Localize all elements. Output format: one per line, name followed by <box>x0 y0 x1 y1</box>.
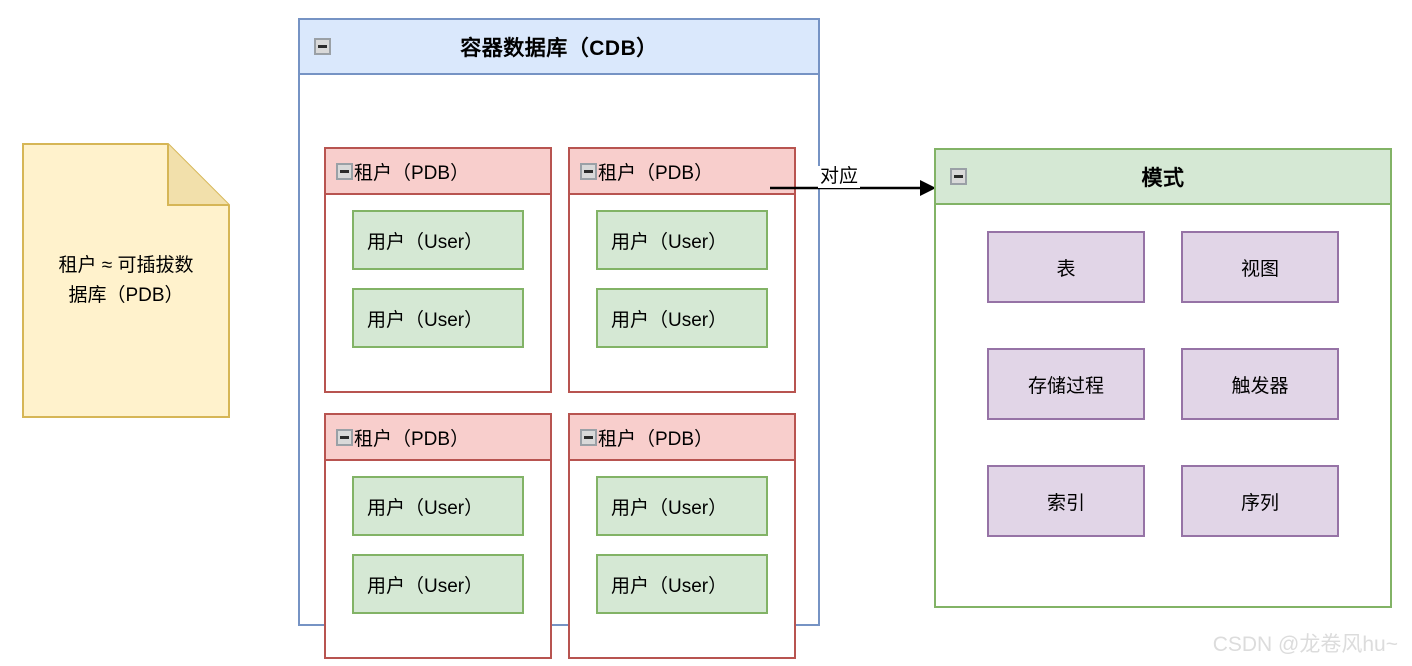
cdb-header: 容器数据库（CDB） <box>300 20 818 75</box>
container-database-cdb: 容器数据库（CDB） 租户（PDB） 用户（User） 用户（User） 租户（… <box>298 18 820 659</box>
schema-item-trigger: 触发器 <box>1181 348 1339 420</box>
pdb-box: 租户（PDB） 用户（User） 用户（User） <box>568 413 796 659</box>
pdb-body: 用户（User） 用户（User） <box>326 195 550 348</box>
schema-item-index: 索引 <box>987 465 1145 537</box>
user-box: 用户（User） <box>352 210 524 270</box>
schema-item-stored-procedure: 存储过程 <box>987 348 1145 420</box>
pdb-title: 租户（PDB） <box>354 428 470 450</box>
user-box: 用户（User） <box>352 476 524 536</box>
schema-item-view: 视图 <box>1181 231 1339 303</box>
pdb-header: 租户（PDB） <box>326 415 550 461</box>
pdb-title: 租户（PDB） <box>598 162 714 184</box>
schema-item-table: 表 <box>987 231 1145 303</box>
schema-header: 模式 <box>936 150 1390 205</box>
pdb-body: 用户（User） 用户（User） <box>570 461 794 614</box>
pdb-header: 租户（PDB） <box>570 415 794 461</box>
sticky-note-tenant-pdb: 租户 ≈ 可插拔数 据库（PDB） <box>22 143 230 418</box>
pdb-box: 租户（PDB） 用户（User） 用户（User） <box>568 147 796 393</box>
pdb-body: 用户（User） 用户（User） <box>326 461 550 614</box>
watermark: CSDN @龙卷风hu~ <box>1212 633 1398 656</box>
schema-container: 模式 表 视图 存储过程 触发器 索引 序列 <box>934 148 1392 608</box>
minimize-icon[interactable] <box>580 428 597 446</box>
cdb-body: 租户（PDB） 用户（User） 用户（User） 租户（PDB） 用户（Use… <box>300 75 818 659</box>
pdb-header: 租户（PDB） <box>326 149 550 195</box>
schema-item-sequence: 序列 <box>1181 465 1339 537</box>
minimize-icon[interactable] <box>314 38 331 55</box>
minimize-icon[interactable] <box>336 428 353 446</box>
minimize-icon[interactable] <box>580 162 597 180</box>
sticky-note-text: 租户 ≈ 可插拔数 据库（PDB） <box>58 254 194 306</box>
user-box: 用户（User） <box>596 288 768 348</box>
user-box: 用户（User） <box>596 210 768 270</box>
pdb-box: 租户（PDB） 用户（User） 用户（User） <box>324 413 552 659</box>
cdb-title: 容器数据库（CDB） <box>460 36 658 60</box>
pdb-header: 租户（PDB） <box>570 149 794 195</box>
minimize-icon[interactable] <box>950 168 967 185</box>
schema-items-grid: 表 视图 存储过程 触发器 索引 序列 <box>936 205 1390 537</box>
minimize-icon[interactable] <box>336 162 353 180</box>
user-box: 用户（User） <box>352 554 524 614</box>
user-box: 用户（User） <box>596 554 768 614</box>
connector-label: 对应 <box>818 166 861 188</box>
pdb-body: 用户（User） 用户（User） <box>570 195 794 348</box>
user-box: 用户（User） <box>352 288 524 348</box>
pdb-title: 租户（PDB） <box>598 428 714 450</box>
pdb-box: 租户（PDB） 用户（User） 用户（User） <box>324 147 552 393</box>
user-box: 用户（User） <box>596 476 768 536</box>
note-shape-icon <box>22 143 230 418</box>
schema-title: 模式 <box>1141 166 1185 190</box>
pdb-title: 租户（PDB） <box>354 162 470 184</box>
